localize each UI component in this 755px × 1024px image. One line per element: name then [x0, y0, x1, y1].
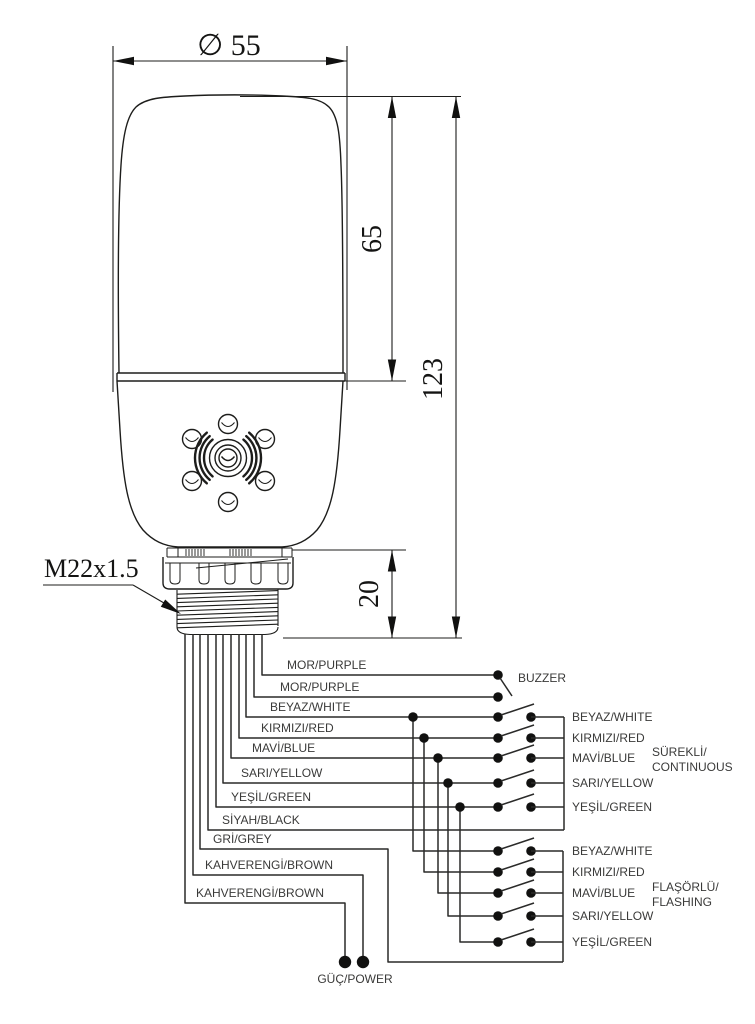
buzzer-speaker-icon — [193, 431, 263, 485]
switch-continuous-blue: MAVİ/BLUE — [493, 744, 635, 765]
wire-label: MOR/PURPLE — [287, 658, 366, 672]
mounting-flange — [166, 547, 293, 558]
wire-kirmizi-red — [238, 634, 498, 739]
flashing-switch-group: BEYAZ/WHITE KIRMIZI/RED MAVİ/BLUE SARI/Y… — [493, 837, 719, 962]
dim-lens-height-value: 65 — [357, 225, 388, 253]
leader-arrowhead — [160, 599, 181, 614]
switch-continuous-red: KIRMIZI/RED — [493, 724, 645, 745]
switch-flashing-yellow: SARI/YELLOW — [493, 902, 654, 923]
wire-label: MOR/PURPLE — [280, 680, 359, 694]
dim-diameter: ∅ 55 — [112, 29, 348, 392]
wire-label: SARI/YELLOW — [241, 766, 323, 780]
wire-siyah-black — [207, 634, 564, 831]
dim-thread-length-value: 20 — [354, 580, 385, 608]
switch-flashing-green: YEŞİL/GREEN — [493, 928, 652, 949]
dim-thread-length: 20 — [354, 550, 397, 638]
lens-base-seam — [116, 372, 346, 382]
base-housing-outline — [116, 380, 344, 548]
wire-label: BEYAZ/WHITE — [270, 700, 350, 714]
wire-label: KIRMIZI/RED — [261, 721, 334, 735]
wire-label: GRİ/GREY — [213, 832, 272, 846]
switch-label: SARI/YELLOW — [572, 909, 654, 923]
wire-yesil-green — [215, 634, 498, 808]
wire-label: KAHVERENGİ/BROWN — [196, 886, 324, 900]
wire-label: MAVİ/BLUE — [252, 741, 315, 755]
housing-studs — [181, 413, 276, 513]
switch-flashing-blue: MAVİ/BLUE — [493, 879, 635, 900]
power-label: GÜÇ/POWER — [317, 972, 393, 986]
buzzer-label: BUZZER — [518, 671, 566, 685]
dim-total-height: 123 — [418, 96, 461, 638]
wire-kahverengi-brown-2 — [184, 634, 346, 962]
power-terminals: GÜÇ/POWER — [317, 955, 393, 986]
switch-label: BEYAZ/WHITE — [572, 710, 652, 724]
gland-nut — [162, 557, 294, 590]
cable-leads — [184, 634, 564, 963]
wire-gri-grey — [199, 634, 563, 963]
wire-mavi-blue — [230, 634, 498, 759]
thread-spec-callout: M22x1.5 — [43, 554, 181, 614]
wire-label: SİYAH/BLACK — [222, 813, 300, 827]
switch-flashing-white: BEYAZ/WHITE — [493, 837, 652, 858]
wiring-diagram: MOR/PURPLE MOR/PURPLE BEYAZ/WHITE KIRMIZ… — [184, 634, 733, 986]
switch-label: YEŞİL/GREEN — [572, 935, 652, 949]
switch-continuous-yellow: SARI/YELLOW — [493, 769, 654, 790]
switch-label: MAVİ/BLUE — [572, 751, 635, 765]
wire-labels: MOR/PURPLE MOR/PURPLE BEYAZ/WHITE KIRMIZ… — [196, 658, 366, 900]
beacon-drawing: M22x1.5 — [43, 94, 346, 636]
flashing-group-title-2: FLASHING — [652, 895, 712, 909]
dim-lens-height: 65 — [357, 96, 397, 381]
wire-label: KAHVERENGİ/BROWN — [205, 858, 333, 872]
switch-label: MAVİ/BLUE — [572, 886, 635, 900]
continuous-switch-group: BEYAZ/WHITE KIRMIZI/RED MAVİ/BLUE SARI/Y… — [493, 703, 733, 830]
threaded-stem — [176, 589, 279, 636]
switch-label: YEŞİL/GREEN — [572, 800, 652, 814]
flashing-branch-wires — [408, 712, 498, 943]
lens-dome-outline — [117, 94, 344, 374]
dim-total-height-value: 123 — [418, 358, 449, 400]
wire-mor-purple-2 — [253, 634, 498, 698]
dimensions: ∅ 55 65 123 20 — [112, 29, 462, 639]
continuous-group-title-1: SÜREKLİ/ — [652, 745, 707, 759]
switch-continuous-white: BEYAZ/WHITE — [493, 703, 652, 724]
buzzer-switch: BUZZER — [493, 670, 566, 702]
thread-spec-label: M22x1.5 — [44, 554, 139, 583]
continuous-group-title-2: CONTINUOUS — [652, 760, 733, 774]
wire-label: YEŞİL/GREEN — [231, 790, 311, 804]
switch-flashing-red: KIRMIZI/RED — [493, 858, 645, 879]
switch-label: SARI/YELLOW — [572, 776, 654, 790]
dim-diameter-value: ∅ 55 — [197, 29, 261, 62]
wire-sari-yellow — [222, 634, 498, 784]
wire-mor-purple-1 — [261, 634, 498, 676]
switch-label: BEYAZ/WHITE — [572, 844, 652, 858]
flashing-group-title-1: FLAŞÖRLÜ/ — [652, 880, 719, 894]
switch-continuous-green: YEŞİL/GREEN — [493, 793, 652, 814]
switch-label: KIRMIZI/RED — [572, 865, 645, 879]
switch-label: KIRMIZI/RED — [572, 731, 645, 745]
wire-kahverengi-brown-1 — [192, 634, 364, 962]
